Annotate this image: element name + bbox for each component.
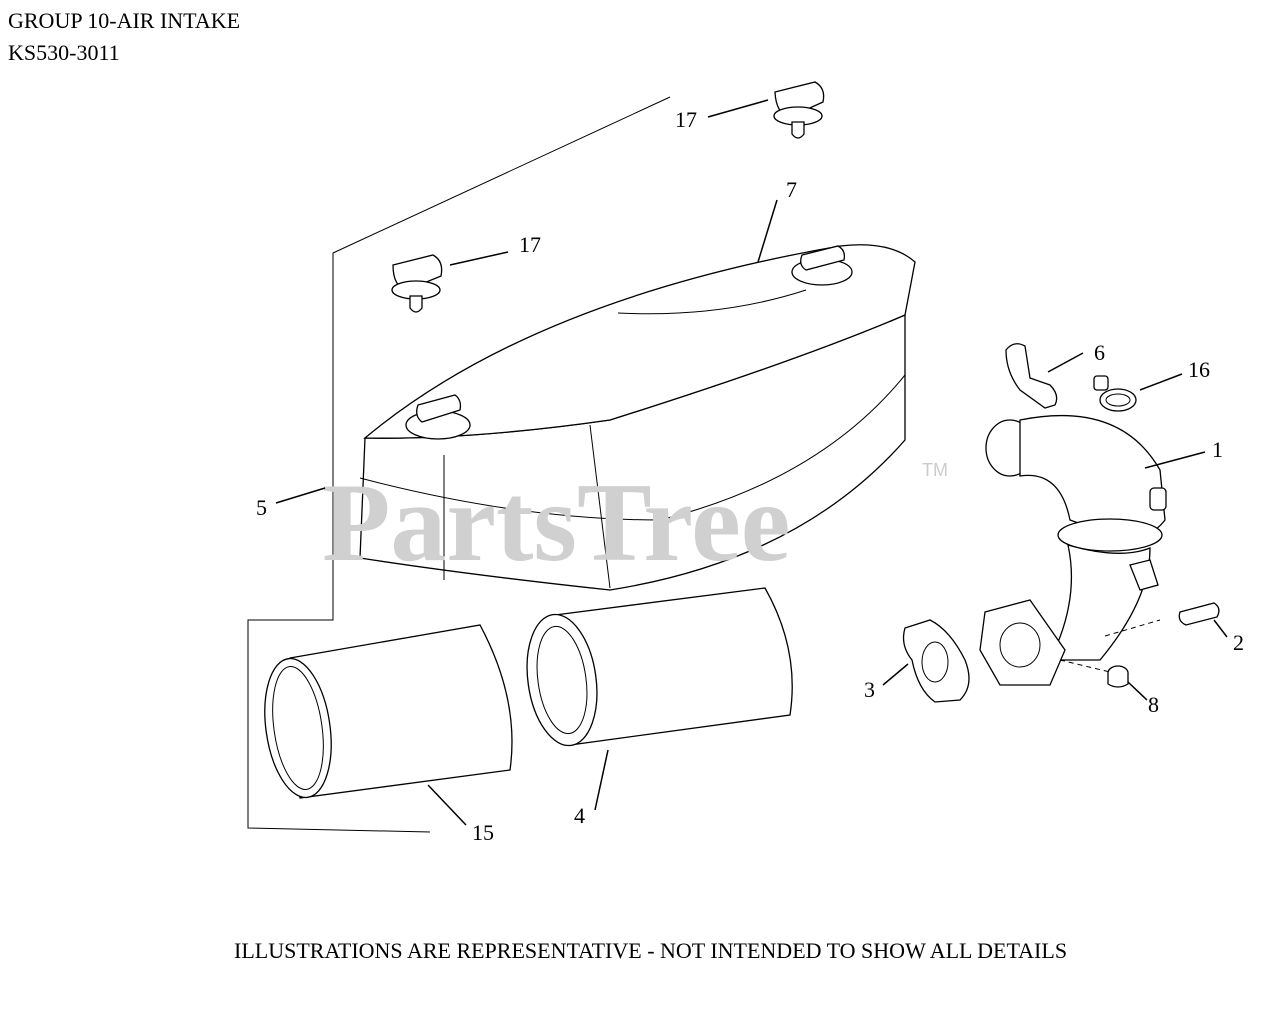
callout-17-upper[interactable]: 17 (675, 107, 697, 132)
hose-clamp[interactable] (1093, 375, 1137, 412)
callout-17-left[interactable]: 17 (519, 232, 541, 257)
callout-16[interactable]: 16 (1188, 357, 1210, 382)
intake-elbow[interactable] (979, 414, 1167, 686)
callout-7[interactable]: 7 (786, 177, 797, 202)
watermark-logo: PartsTree (322, 461, 791, 585)
air-cleaner-cover[interactable] (359, 244, 916, 591)
disclaimer-footer: ILLUSTRATIONS ARE REPRESENTATIVE - NOT I… (234, 938, 1068, 963)
callout-2[interactable]: 2 (1233, 630, 1244, 655)
diagram-title: GROUP 10-AIR INTAKE (8, 8, 241, 33)
cover-knob-left[interactable] (405, 394, 471, 440)
pin[interactable] (1178, 602, 1220, 626)
callout-5[interactable]: 5 (256, 495, 267, 520)
gasket[interactable] (902, 619, 970, 703)
group-bracket-lines (247, 96, 671, 833)
cover-knob-right[interactable] (791, 245, 853, 286)
nut[interactable] (1107, 665, 1129, 688)
leader-lines (275, 99, 1228, 826)
assembly-lines (1059, 619, 1161, 673)
callout-1[interactable]: 1 (1212, 437, 1223, 462)
watermark-trademark: TM (922, 460, 948, 480)
knob-part-17-left[interactable] (391, 254, 443, 313)
callout-8[interactable]: 8 (1148, 692, 1159, 717)
callout-3[interactable]: 3 (864, 677, 875, 702)
pre-cleaner-sleeve[interactable] (257, 624, 513, 802)
callout-6[interactable]: 6 (1094, 340, 1105, 365)
callout-15[interactable]: 15 (472, 820, 494, 845)
knob-part-17-upper[interactable] (773, 81, 825, 139)
breather-hose[interactable] (1005, 343, 1058, 409)
air-filter-element[interactable] (519, 587, 793, 750)
callout-4[interactable]: 4 (574, 803, 585, 828)
model-number: KS530-3011 (8, 40, 120, 65)
